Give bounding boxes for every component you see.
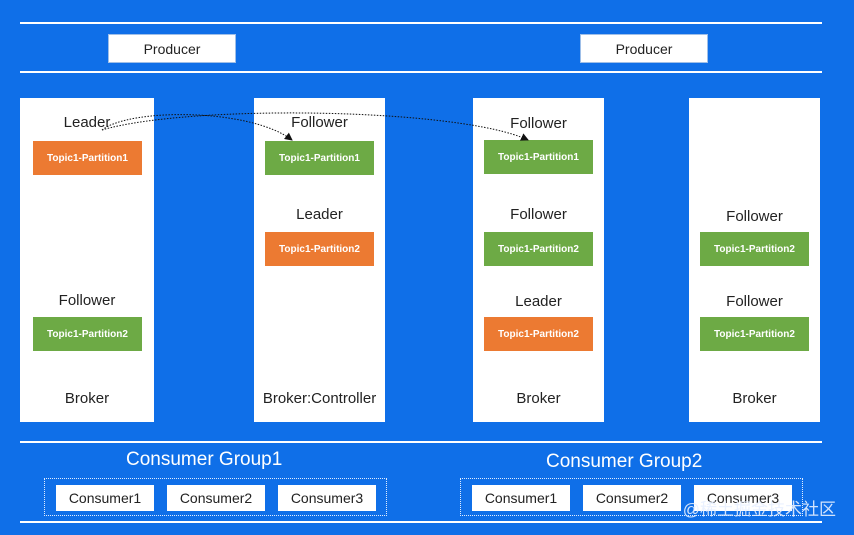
partition-box-leader: Topic1-Partition1 xyxy=(33,141,142,175)
role-label-leader: Leader xyxy=(63,114,111,131)
consumer-box: Consumer2 xyxy=(167,485,265,511)
broker-3: Follower Topic1-Partition1 Follower Topi… xyxy=(473,98,604,422)
consumer-box: Consumer1 xyxy=(472,485,570,511)
role-label-follower: Follower xyxy=(291,114,348,131)
consumer-divider xyxy=(20,441,822,443)
watermark-text: @稀土掘金技术社区 xyxy=(682,500,836,519)
consumer-box: Consumer1 xyxy=(56,485,154,511)
broker-1: Leader Topic1-Partition1 Follower Topic1… xyxy=(20,98,154,422)
partition-box-follower: Topic1-Partition1 xyxy=(484,140,593,174)
consumer-group-2-title: Consumer Group2 xyxy=(546,451,703,472)
consumer-box: Consumer2 xyxy=(583,485,681,511)
broker-name: Broker xyxy=(516,390,561,407)
partition-box-leader: Topic1-Partition2 xyxy=(265,232,374,266)
producer-divider xyxy=(20,71,822,73)
partition-box-leader: Topic1-Partition2 xyxy=(484,317,593,351)
partition-box-follower: Topic1-Partition2 xyxy=(33,317,142,351)
partition-box-follower: Topic1-Partition2 xyxy=(700,317,809,351)
partition-box-follower: Topic1-Partition1 xyxy=(265,141,374,175)
partition-box-follower: Topic1-Partition2 xyxy=(484,232,593,266)
broker-2-controller: Follower Topic1-Partition1 Leader Topic1… xyxy=(254,98,385,422)
bottom-divider xyxy=(20,521,822,523)
broker-name: Broker xyxy=(64,390,110,407)
consumer-group-2: Consumer1 Consumer2 Consumer3 xyxy=(460,478,803,516)
broker-name: Broker xyxy=(732,390,777,407)
role-label-follower: Follower xyxy=(726,208,783,225)
role-label-follower: Follower xyxy=(58,292,116,309)
broker-4: Follower Topic1-Partition2 Follower Topi… xyxy=(689,98,820,422)
partition-box-follower: Topic1-Partition2 xyxy=(700,232,809,266)
role-label-follower: Follower xyxy=(510,206,567,223)
top-divider xyxy=(20,22,822,24)
role-label-follower: Follower xyxy=(510,115,567,132)
broker-name: Broker:Controller xyxy=(262,390,377,407)
consumer-box: Consumer3 xyxy=(278,485,376,511)
producer-box-1: Producer xyxy=(108,34,236,63)
consumer-group-1-title: Consumer Group1 xyxy=(126,449,283,470)
producer-box-2: Producer xyxy=(580,34,708,63)
consumer-group-1: Consumer1 Consumer2 Consumer3 xyxy=(44,478,387,516)
consumer-box: Consumer3 xyxy=(694,485,792,511)
role-label-leader: Leader xyxy=(515,293,562,310)
role-label-leader: Leader xyxy=(296,206,343,223)
role-label-follower: Follower xyxy=(726,293,783,310)
